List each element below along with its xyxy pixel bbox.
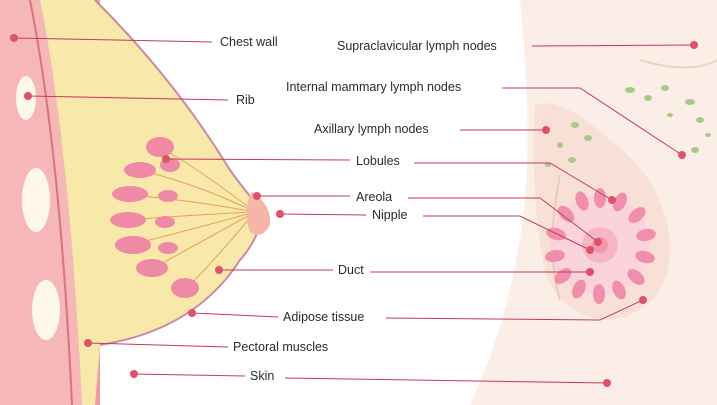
label-chest-wall: Chest wall (220, 35, 278, 49)
label-pectoral-muscles: Pectoral muscles (233, 340, 328, 354)
label-duct: Duct (338, 263, 364, 277)
label-skin: Skin (250, 369, 274, 383)
label-axillary-lymph-nodes: Axillary lymph nodes (314, 122, 429, 136)
front-view-breast (470, 0, 717, 405)
label-lobules: Lobules (356, 154, 400, 168)
label-rib: Rib (236, 93, 255, 107)
label-supraclavicular-lymph-nodes: Supraclavicular lymph nodes (337, 39, 497, 53)
label-internal-mammary-lymph-nodes: Internal mammary lymph nodes (286, 80, 461, 94)
label-areola: Areola (356, 190, 392, 204)
label-nipple: Nipple (372, 208, 407, 222)
label-adipose-tissue: Adipose tissue (283, 310, 364, 324)
